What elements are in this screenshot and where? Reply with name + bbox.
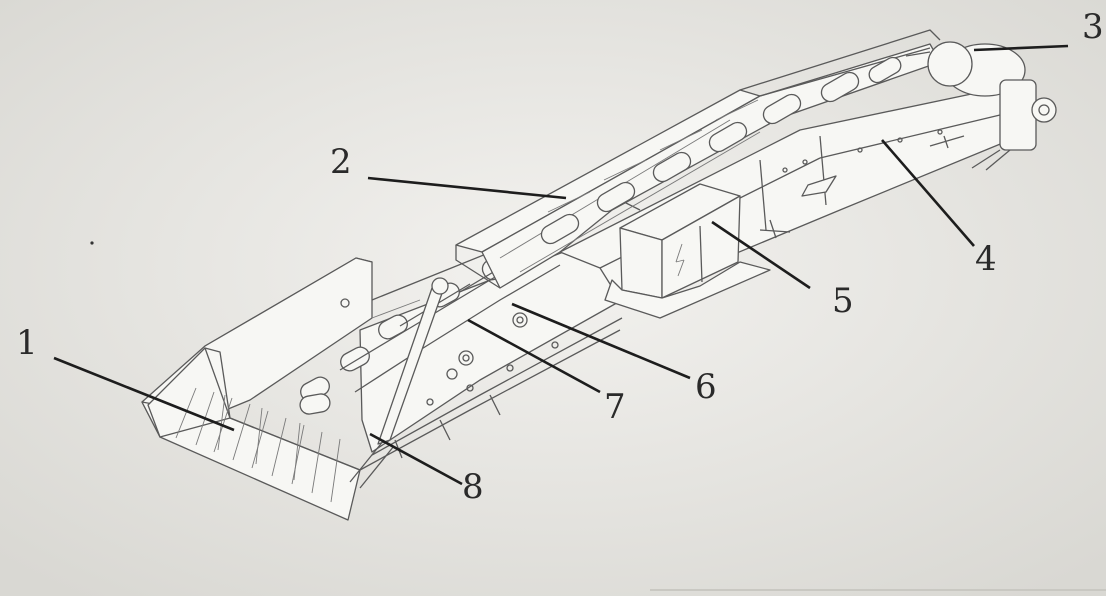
callout-5: 5 bbox=[832, 281, 854, 321]
callout-3: 3 bbox=[1082, 7, 1104, 47]
leader-5 bbox=[711, 220, 811, 290]
support-strut bbox=[349, 277, 449, 489]
callout-1: 1 bbox=[16, 323, 38, 363]
leader-1 bbox=[53, 356, 235, 432]
leader-8 bbox=[369, 432, 463, 486]
conveyor-drawing bbox=[141, 29, 1057, 521]
callout-4: 4 bbox=[975, 239, 997, 279]
callout-6: 6 bbox=[695, 367, 717, 407]
leader-2 bbox=[367, 176, 567, 200]
callout-labels: 1 2 3 4 5 6 7 8 bbox=[16, 7, 1104, 507]
leader-7 bbox=[467, 318, 601, 394]
callout-7: 7 bbox=[604, 387, 626, 427]
leader-6 bbox=[511, 302, 691, 380]
callout-2: 2 bbox=[330, 142, 352, 182]
upper-trough bbox=[455, 29, 941, 289]
drive-head bbox=[905, 41, 1057, 171]
callout-8: 8 bbox=[462, 467, 484, 507]
leader-4 bbox=[881, 139, 975, 247]
leader-3 bbox=[973, 44, 1069, 52]
feed-hopper bbox=[141, 257, 421, 521]
leader-lines bbox=[53, 44, 1069, 486]
transfer-box bbox=[604, 183, 771, 319]
paper-speck bbox=[90, 241, 94, 245]
